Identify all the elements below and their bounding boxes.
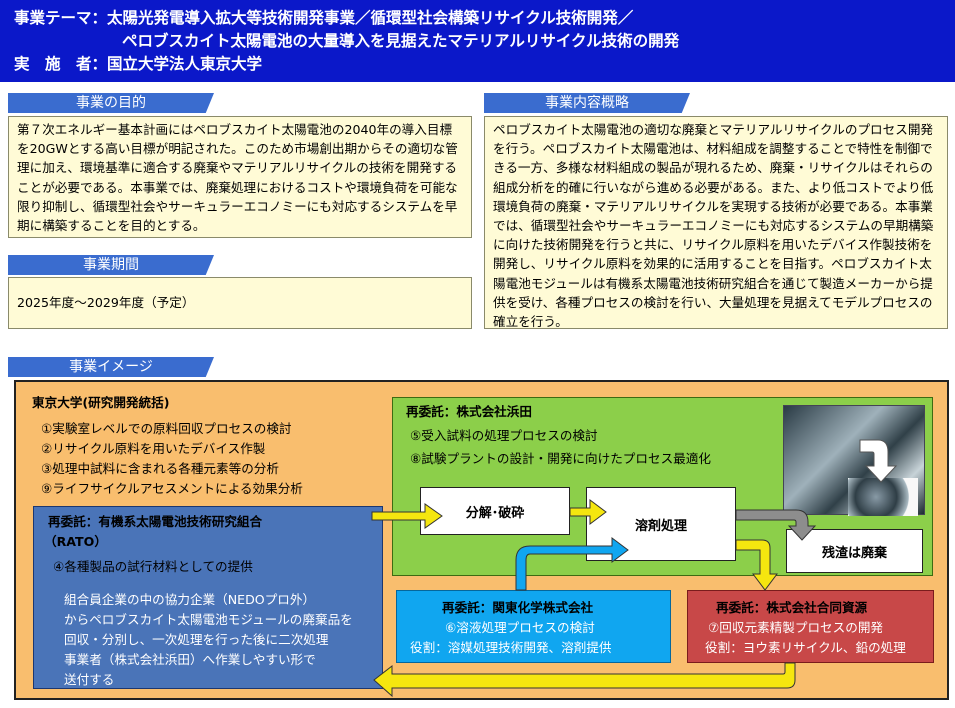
godo-box <box>687 590 934 663</box>
rato-desc-5: 送付する <box>64 672 115 687</box>
header-banner: 事業テーマ：太陽光発電導入拡大等技術開発事業／循環型社会構築リサイクル技術開発／… <box>0 0 955 82</box>
kanto-item: ⑥溶液処理プロセスの検討 <box>445 620 595 635</box>
rato-desc-1: 組合員企業の中の協力企業（NEDOプロ外） <box>64 592 316 607</box>
hamada-item-2: ⑧試験プラントの設計・開発に向けたプロセス最適化 <box>410 451 711 466</box>
residue-step: 残渣は廃棄 <box>786 529 923 573</box>
todai-title: 東京大学(研究開発統括) <box>32 395 170 410</box>
godo-title: 再委託：株式会社合同資源 <box>716 600 868 615</box>
crush-step: 分解･破砕 <box>420 487 570 535</box>
theme-line-1: 太陽光発電導入拡大等技術開発事業／循環型社会構築リサイクル技術開発／ <box>107 9 634 27</box>
godo-role: 役割：ヨウ素リサイクル、鉛の処理 <box>705 640 906 655</box>
kanto-role: 役割：溶媒処理技術開発、溶剤提供 <box>410 640 612 655</box>
rato-title-1: 再委託：有機系太陽電池技術研究組合 <box>48 514 263 529</box>
purpose-box: 第７次エネルギー基本計画にはペロブスカイト太陽電池の2040年の導入目標を20G… <box>8 116 472 238</box>
overview-tab: 事業内容概略 <box>484 93 690 113</box>
purpose-tab: 事業の目的 <box>8 93 214 113</box>
implementer-label: 実 施 者： <box>14 55 108 73</box>
todai-item-2: ②リサイクル原料を用いたデバイス作製 <box>41 441 266 456</box>
rato-item: ④各種製品の試行材料としての提供 <box>53 559 253 574</box>
rato-desc-4: 事業者（株式会社浜田）へ作業しやすい形で <box>64 652 316 667</box>
theme-label: 事業テーマ： <box>14 9 108 27</box>
hamada-item-1: ⑤受入試料の処理プロセスの検討 <box>410 428 598 443</box>
implementer-name: 国立大学法人東京大学 <box>107 55 263 73</box>
rato-title-2: （RATO） <box>44 534 107 549</box>
implementer-row: 実 施 者：国立大学法人東京大学 <box>14 53 941 76</box>
overview-box: ペロブスカイト太陽電池の適切な廃棄とマテリアルリサイクルのプロセス開発を行う。ペ… <box>484 116 948 329</box>
rato-desc-2: からペロブスカイト太陽電池モジュールの廃棄品を <box>64 612 353 627</box>
solvent-step: 溶剤処理 <box>586 487 736 561</box>
todai-item-1: ①実験室レベルでの原料回収プロセスの検討 <box>41 421 292 436</box>
kanto-box <box>396 590 671 663</box>
kanto-title: 再委託：関東化学株式会社 <box>442 600 594 615</box>
hamada-title: 再委託：株式会社浜田 <box>406 404 532 419</box>
period-tab: 事業期間 <box>8 255 214 275</box>
theme-line-2: ペロブスカイト太陽電池の大量導入を見据えたマテリアルリサイクル技術の開発 <box>122 32 680 50</box>
godo-item: ⑦回収元素精製プロセスの開発 <box>708 620 884 635</box>
todai-item-4: ⑨ライフサイクルアセスメントによる効果分析 <box>41 481 303 496</box>
rato-box <box>33 506 383 689</box>
todai-item-3: ③処理中試料に含まれる各種元素等の分析 <box>41 461 279 476</box>
rato-desc-3: 回収・分別し、一次処理を行った後に二次処理 <box>64 632 329 647</box>
crushed-material-photo <box>848 478 918 516</box>
period-box: 2025年度～2029年度（予定） <box>8 277 472 329</box>
theme-row-1: 事業テーマ：太陽光発電導入拡大等技術開発事業／循環型社会構築リサイクル技術開発／ <box>14 7 941 30</box>
image-section-tab: 事業イメージ <box>8 357 214 377</box>
